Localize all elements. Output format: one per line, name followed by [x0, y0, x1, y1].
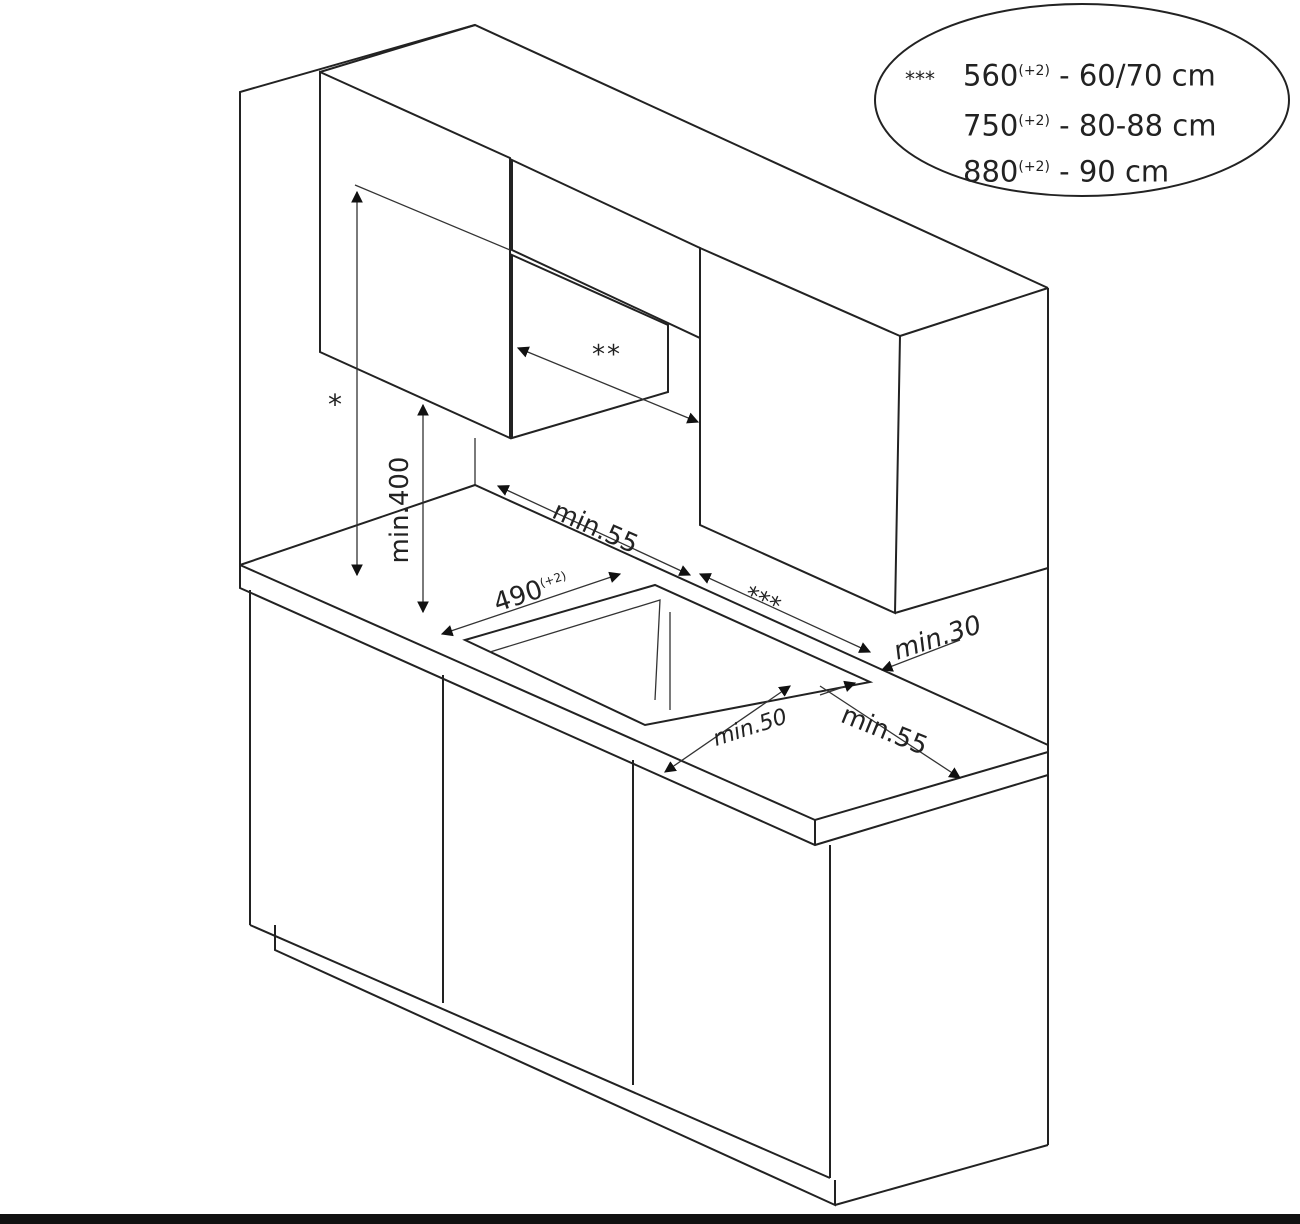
- legend-prefix: ***: [905, 66, 935, 91]
- dimension-arrows: [351, 190, 961, 779]
- legend-line: *** 560(+2) - 60/70 cm: [905, 50, 1217, 100]
- legend-tol: (+2): [1018, 63, 1050, 79]
- bottom-border: [0, 1214, 1300, 1224]
- legend-value: 750: [963, 108, 1019, 143]
- legend-size: - 90 cm: [1059, 154, 1170, 189]
- legend-value: 560: [963, 58, 1019, 93]
- side-wall: [239, 23, 1049, 1145]
- legend-line: 880(+2) - 90 cm: [905, 146, 1217, 193]
- legend-value: 880: [963, 154, 1019, 189]
- base-cabinets: [249, 590, 1049, 1207]
- legend-tol: (+2): [1018, 159, 1050, 176]
- legend-line: 750(+2) - 80-88 cm: [905, 100, 1217, 147]
- label-star2: **: [592, 340, 622, 370]
- legend: ***560(+2) - 60/70 cm 750(+2) - 80-88 cm…: [905, 50, 1217, 193]
- cutout-tolerance: (+2): [537, 568, 568, 591]
- legend-size: - 60/70 cm: [1059, 58, 1216, 93]
- label-star1: *: [328, 388, 342, 421]
- worktop: [239, 483, 1049, 847]
- legend-tol: (+2): [1018, 112, 1050, 129]
- legend-ellipse: [874, 3, 1290, 197]
- label-min400: min.400: [385, 456, 415, 564]
- legend-size: - 80-88 cm: [1059, 108, 1217, 143]
